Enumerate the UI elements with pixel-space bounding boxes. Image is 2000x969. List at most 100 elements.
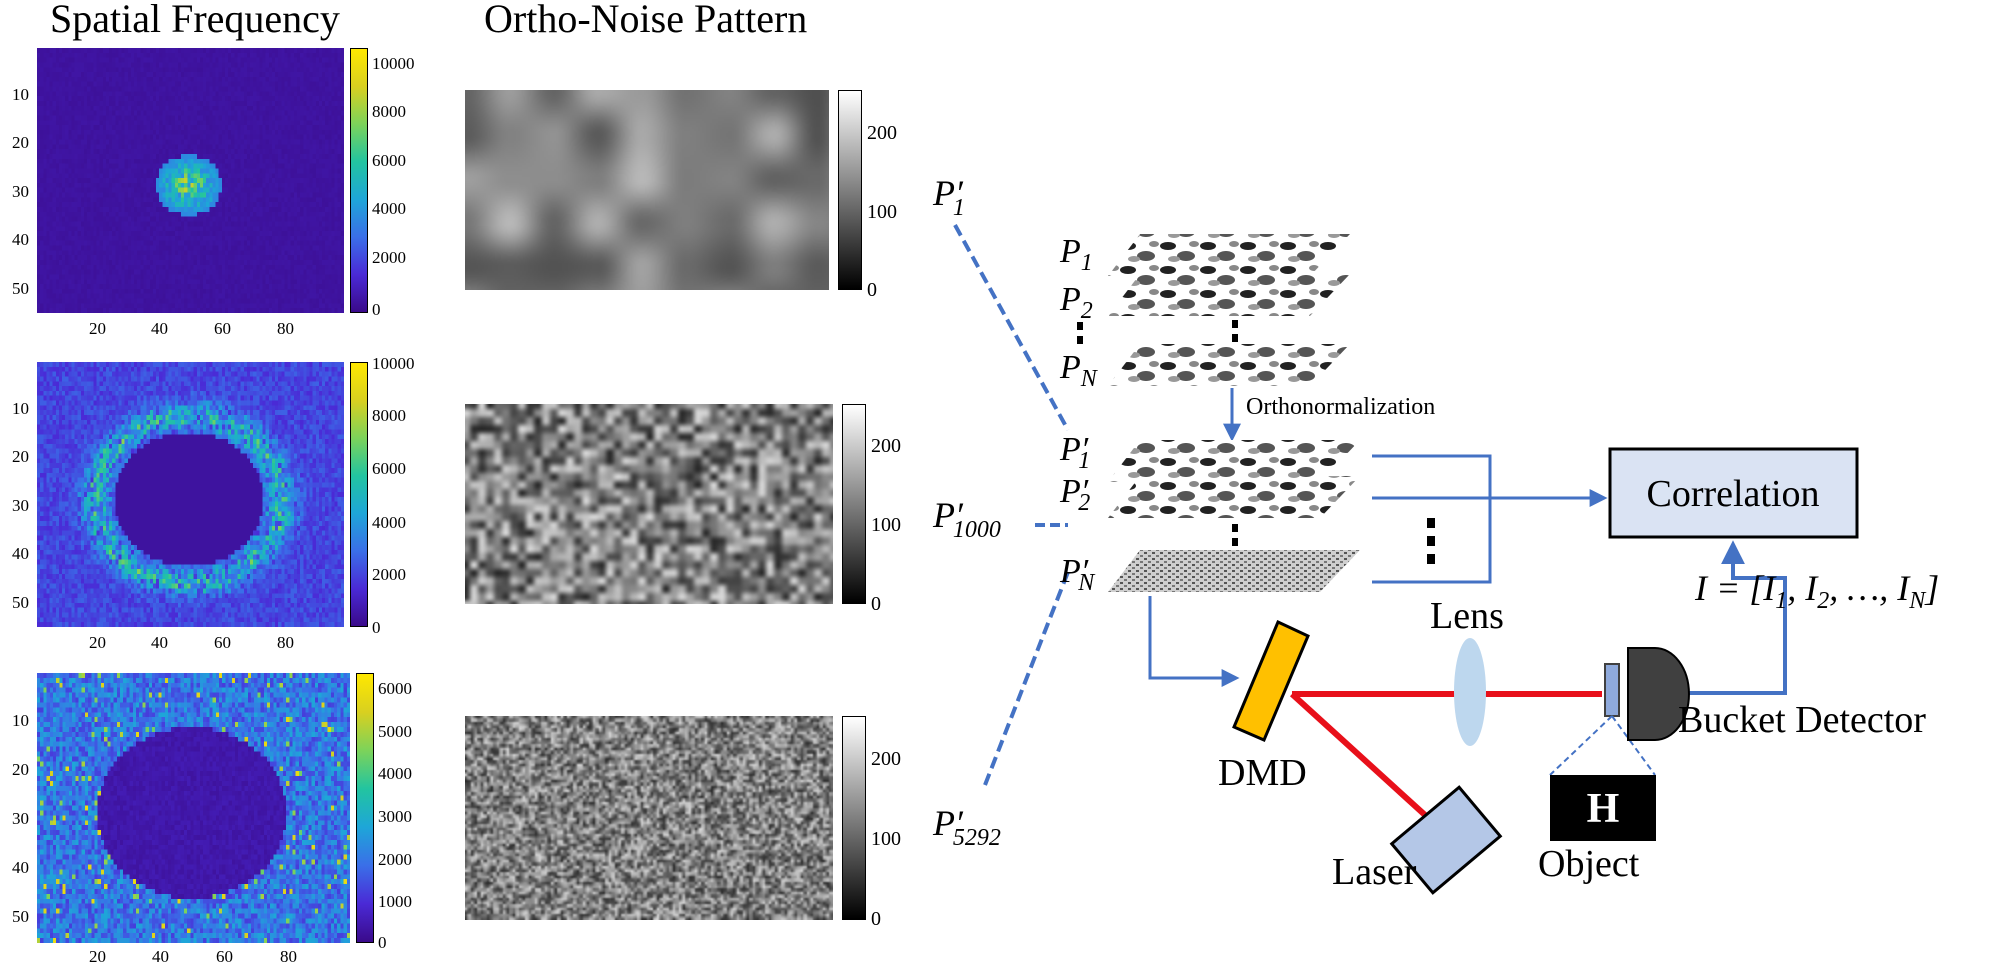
ellipsis-dot: [1077, 322, 1083, 330]
label-p5292-prime: P′5292: [932, 803, 1001, 851]
x-tick: 60: [214, 319, 231, 338]
colorbar-tick: 4000: [372, 513, 406, 532]
y-tick: 30: [12, 496, 29, 515]
colorbar-tick: 0: [372, 300, 381, 319]
gray-tick: 0: [871, 908, 881, 930]
colorbar-tick: 1000: [378, 892, 412, 911]
y-tick: 50: [12, 593, 29, 612]
ortho-sheet-p1: [1108, 440, 1360, 482]
random-pattern-stack: P1 P2 PN: [1059, 233, 1350, 392]
label-p1-prime-stack: P′1: [1059, 431, 1090, 474]
ellipsis-dot: [1232, 538, 1238, 546]
x-tick: 40: [151, 319, 168, 338]
colorbar-tick: 6000: [372, 459, 406, 478]
leader-line-p1: [953, 224, 1070, 431]
colorbar-tick: 2000: [372, 565, 406, 584]
gray-tick: 100: [871, 514, 901, 536]
orthonormalization-label: Orthonormalization: [1246, 394, 1435, 420]
x-tick: 40: [152, 947, 169, 966]
x-tick: 20: [89, 633, 106, 652]
y-tick: 20: [12, 447, 29, 466]
gray-tick: 100: [871, 828, 901, 850]
label-pn-prime-stack: P′N: [1059, 553, 1096, 596]
spectrum-heatmap-2: [37, 362, 344, 627]
leader-line-p5292: [983, 571, 1070, 786]
x-tick: 60: [216, 947, 233, 966]
colorbar-tick: 4000: [378, 764, 412, 783]
pattern-to-dmd-arrow: [1148, 596, 1240, 687]
gray-colorbar-3: [842, 716, 866, 920]
object-letter: H: [1587, 786, 1620, 832]
object-zoom-line-right: [1611, 715, 1656, 776]
label-p2: P2: [1059, 281, 1093, 324]
colorbar-tick: 0: [372, 618, 381, 637]
pattern-sheet-p2: [1108, 274, 1350, 316]
x-tick: 60: [214, 633, 231, 652]
lens-label: Lens: [1430, 595, 1504, 637]
ellipsis-dot: [1427, 518, 1435, 528]
gray-colorbar-2: [842, 404, 866, 604]
y-tick: 50: [12, 279, 29, 298]
label-p2-prime-stack: P′2: [1059, 473, 1090, 516]
spectrum-colorbar-1: [350, 48, 368, 313]
colorbar-tick: 3000: [378, 807, 412, 826]
bucket-detector-label: Bucket Detector: [1678, 699, 1926, 741]
spectrum-colorbar-3: [356, 673, 374, 943]
spatial-frequency-title: Spatial Frequency: [50, 0, 340, 41]
laser-device: [1389, 785, 1503, 895]
y-tick: 20: [12, 760, 29, 779]
pattern-sheet-pn: [1108, 344, 1350, 386]
ortho-sheet-p2: [1108, 476, 1360, 518]
y-tick: 40: [12, 544, 29, 563]
object-zoom-line-left: [1549, 715, 1613, 776]
colorbar-tick: 8000: [372, 102, 406, 121]
pattern-sheet-p1: [1108, 234, 1350, 276]
colorbar-tick: 2000: [378, 850, 412, 869]
colorbar-tick: 6000: [378, 679, 412, 698]
bucket-detector: [1627, 647, 1690, 741]
ellipsis-dot: [1232, 524, 1238, 532]
correlation-label: Correlation: [1646, 473, 1819, 515]
label-pn: PN: [1059, 349, 1099, 392]
colorbar-tick: 2000: [372, 248, 406, 267]
y-tick: 10: [12, 399, 29, 418]
gray-tick: 200: [871, 748, 901, 770]
gray-tick: 0: [871, 593, 881, 615]
ellipsis-dot: [1077, 336, 1083, 344]
colorbar-tick: 4000: [372, 199, 406, 218]
noise-pattern-1: [465, 90, 829, 290]
gray-colorbar-1: [838, 90, 862, 290]
y-tick: 20: [12, 133, 29, 152]
label-p1000-prime: P′1000: [932, 495, 1001, 543]
bucket-to-correlation-arrow: [1640, 540, 1787, 695]
object-slide: [1604, 663, 1620, 717]
label-p1: P1: [1059, 233, 1093, 276]
label-p1-prime: P′1: [932, 173, 965, 221]
x-tick: 80: [277, 319, 294, 338]
lens: [1454, 638, 1486, 746]
x-tick: 20: [89, 319, 106, 338]
ortho-sheet-pn: [1108, 550, 1360, 592]
spectrum-colorbar-2: [350, 362, 368, 627]
x-tick: 80: [277, 633, 294, 652]
gray-tick: 100: [867, 201, 897, 223]
colorbar-tick: 10000: [372, 354, 415, 373]
laser-label: Laser: [1332, 851, 1417, 893]
orthonormal-pattern-stack: P′1 P′2 P′N: [1059, 431, 1360, 596]
ortho-noise-title: Ortho-Noise Pattern: [484, 0, 808, 41]
correlation-box: [1608, 447, 1859, 539]
noise-pattern-3: [465, 716, 833, 920]
ellipsis-dot: [1427, 536, 1435, 546]
ghost-imaging-schematic: P′1 P′1000 P′5292 P1 P2 PN Orthonormaliz…: [932, 173, 1939, 895]
colorbar-tick: 6000: [372, 151, 406, 170]
object-image: [1550, 775, 1656, 841]
intensity-label: I = [I1, I2, …, IN]: [1694, 568, 1939, 614]
noise-pattern-2: [465, 404, 833, 604]
colorbar-tick: 0: [378, 933, 387, 952]
pattern-bracket: [1372, 454, 1492, 584]
ellipsis-dot: [1232, 334, 1238, 342]
gray-tick: 200: [867, 122, 897, 144]
y-tick: 10: [12, 85, 29, 104]
gray-tick: 0: [867, 279, 877, 301]
